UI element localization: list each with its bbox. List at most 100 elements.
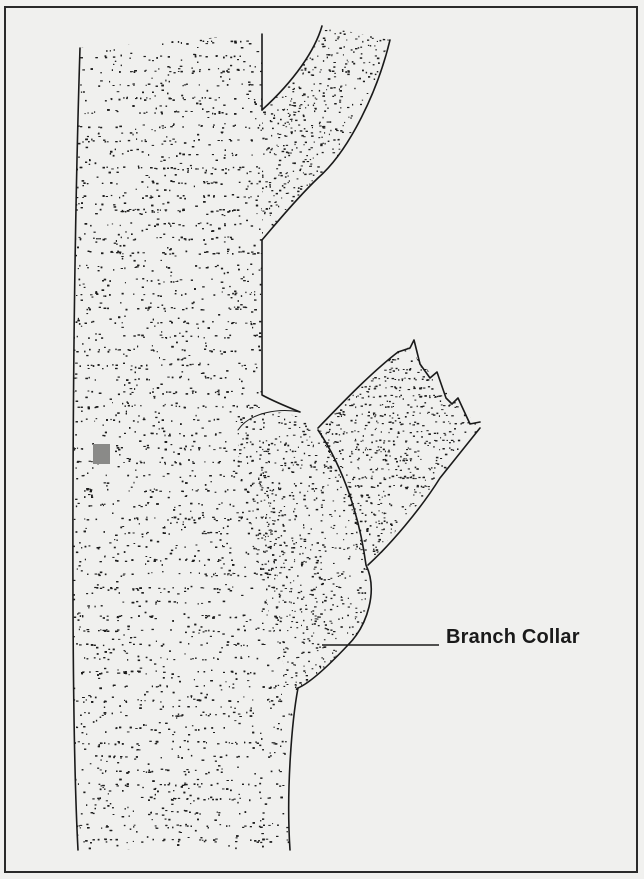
stipple-dot (157, 541, 159, 543)
stipple-dot (186, 331, 188, 332)
stipple-dot (250, 672, 251, 673)
stipple-dot (184, 783, 186, 784)
stipple-dot (202, 228, 204, 229)
stipple-dot (100, 743, 103, 744)
stipple-dot (269, 631, 272, 632)
stipple-dot (208, 715, 210, 716)
stipple-dot (133, 349, 135, 350)
stipple-dot (77, 66, 78, 68)
stipple-dot (298, 476, 300, 477)
stipple-dot (122, 253, 123, 254)
stipple-dot (106, 50, 107, 52)
stipple-dot (299, 475, 301, 476)
stipple-dot (243, 417, 245, 419)
stipple-dot (103, 195, 105, 197)
stipple-dot (289, 553, 291, 554)
stipple-dot (232, 253, 234, 255)
stipple-dot (233, 712, 236, 713)
stipple-dot (287, 504, 289, 505)
stipple-dot (269, 85, 271, 86)
stipple-dot (98, 746, 100, 748)
stipple-dot (252, 700, 253, 701)
stipple-dot (185, 632, 187, 634)
stipple-dot (179, 559, 181, 561)
stipple-dot (155, 794, 156, 796)
stipple-dot (290, 841, 292, 843)
stipple-dot (77, 336, 78, 338)
stipple-dot (139, 112, 141, 113)
stipple-dot (127, 626, 129, 628)
stipple-dot (251, 292, 252, 293)
stipple-dot (72, 796, 74, 797)
stipple-dot (249, 799, 250, 801)
stipple-dot (281, 694, 282, 695)
stipple-dot (293, 419, 295, 421)
stipple-dot (94, 645, 96, 646)
stipple-dot (300, 660, 302, 661)
stipple-dot (207, 826, 209, 827)
stipple-dot (190, 803, 191, 804)
stipple-dot (221, 689, 223, 690)
stipple-dot (146, 601, 148, 603)
stipple-dot (138, 421, 139, 423)
stipple-dot (75, 390, 76, 392)
stipple-dot (205, 630, 207, 631)
stipple-dot (122, 403, 123, 404)
stipple-dot (172, 827, 173, 829)
stipple-dot (254, 840, 256, 842)
stipple-dot (262, 818, 264, 820)
stipple-dot (226, 329, 228, 330)
stipple-dot (184, 613, 186, 615)
stipple-dot (97, 798, 99, 799)
stipple-dot (127, 401, 128, 402)
stipple-dot (253, 822, 255, 824)
stipple-dot (166, 266, 167, 268)
stipple-dot (155, 417, 157, 418)
stipple-dot (273, 182, 274, 183)
stipple-dot (199, 268, 201, 269)
stipple-dot (149, 308, 150, 310)
stipple-dot (241, 645, 242, 646)
stipple-dot (269, 247, 271, 249)
stipple-dot (81, 57, 84, 58)
stipple-dot (204, 337, 205, 338)
stipple-dot (113, 814, 115, 815)
stipple-dot (183, 792, 185, 794)
stipple-dot (266, 319, 268, 320)
stipple-dot (204, 671, 206, 673)
stipple-dot (182, 154, 185, 156)
stipple-dot (276, 533, 277, 534)
stipple-dot (257, 658, 259, 660)
stipple-dot (97, 238, 99, 239)
stipple-dot (223, 105, 225, 106)
stipple-dot (233, 573, 234, 574)
stipple-dot (251, 853, 253, 855)
stipple-dot (299, 298, 301, 300)
stipple-dot (169, 533, 170, 535)
stipple-dot (103, 808, 105, 809)
stipple-dot (102, 504, 103, 505)
stipple-dot (124, 650, 126, 651)
stipple-dot (295, 597, 297, 598)
stipple-dot (147, 32, 148, 34)
stipple-dot (272, 350, 274, 351)
stipple-dot (207, 117, 209, 118)
stipple-dot (226, 391, 229, 393)
stipple-dot (225, 168, 227, 169)
stipple-dot (160, 210, 161, 211)
stipple-dot (184, 350, 186, 352)
stipple-dot (157, 209, 159, 211)
stipple-dot (145, 612, 147, 613)
stipple-dot (191, 636, 192, 637)
stipple-dot (179, 239, 180, 240)
stipple-dot (238, 756, 240, 757)
stipple-dot (119, 349, 121, 350)
stipple-dot (236, 835, 239, 837)
stipple-dot (207, 41, 208, 42)
stipple-dot (206, 214, 208, 215)
stipple-dot (278, 854, 280, 855)
stipple-dot (284, 141, 285, 143)
stipple-dot (292, 463, 295, 465)
stipple-dot (146, 369, 149, 370)
stipple-dot (241, 295, 242, 297)
